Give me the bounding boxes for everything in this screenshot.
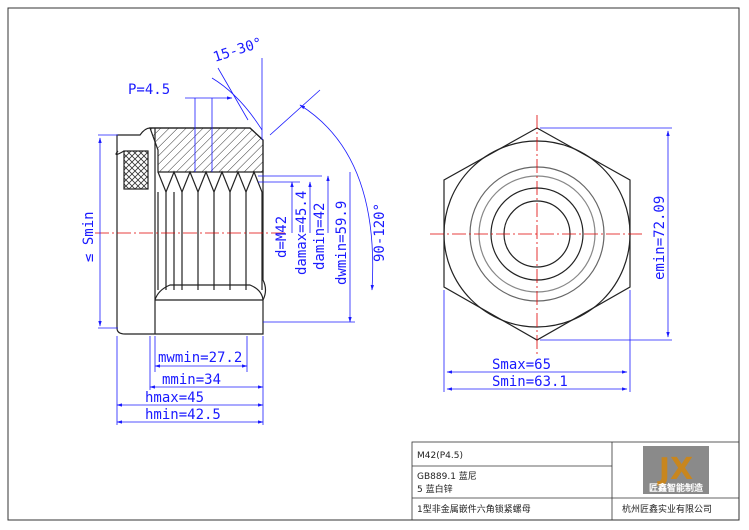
dim-h-min: hmin=42.5 <box>145 407 221 423</box>
dim-chamfer-angle: 15-30° <box>211 35 264 66</box>
side-view <box>115 127 267 335</box>
logo-caption: 匠鑫智能制造 <box>649 482 704 494</box>
dim-m-min: mmin=34 <box>162 372 221 388</box>
spec-text: M42(P4.5) <box>417 451 463 461</box>
section-hatch <box>149 127 264 173</box>
dim-e-min: emin=72.09 <box>652 196 668 280</box>
dim-mw-min: mwmin=27.2 <box>158 350 242 366</box>
logo-letters: JX <box>657 452 693 487</box>
dim-bearing-angle: 90-120° <box>372 203 388 262</box>
company-name: 杭州匠鑫实业有限公司 <box>622 503 712 515</box>
part-name: 1型非金属嵌件六角锁紧螺母 <box>417 503 531 515</box>
drawing-frame <box>7 7 740 521</box>
nylon-insert <box>123 150 149 190</box>
dim-da-max: damax=45.4 <box>294 191 310 275</box>
dim-pitch: P=4.5 <box>128 82 170 98</box>
dim-dw-min: dwmin=59.9 <box>334 201 350 285</box>
dim-s-max: Smax=65 <box>492 357 551 373</box>
dim-h-max: hmax=45 <box>145 390 204 406</box>
dim-d: d=M42 <box>274 216 290 258</box>
standard-line2: 5 蓝白锌 <box>417 483 453 495</box>
front-dimensions <box>443 127 672 392</box>
nut-body-outline <box>116 127 267 335</box>
side-dimensions <box>98 58 374 425</box>
standard-line1: GB889.1 蓝尼 <box>417 470 477 482</box>
dim-s-min: Smin=63.1 <box>492 374 568 390</box>
company-logo: JX 匠鑫智能制造 <box>643 446 709 494</box>
dim-da-min: damin=42 <box>312 203 328 270</box>
dim-s-min-side: ≤ Smin <box>81 211 97 262</box>
title-block <box>411 441 740 521</box>
thread-profile <box>157 170 263 194</box>
